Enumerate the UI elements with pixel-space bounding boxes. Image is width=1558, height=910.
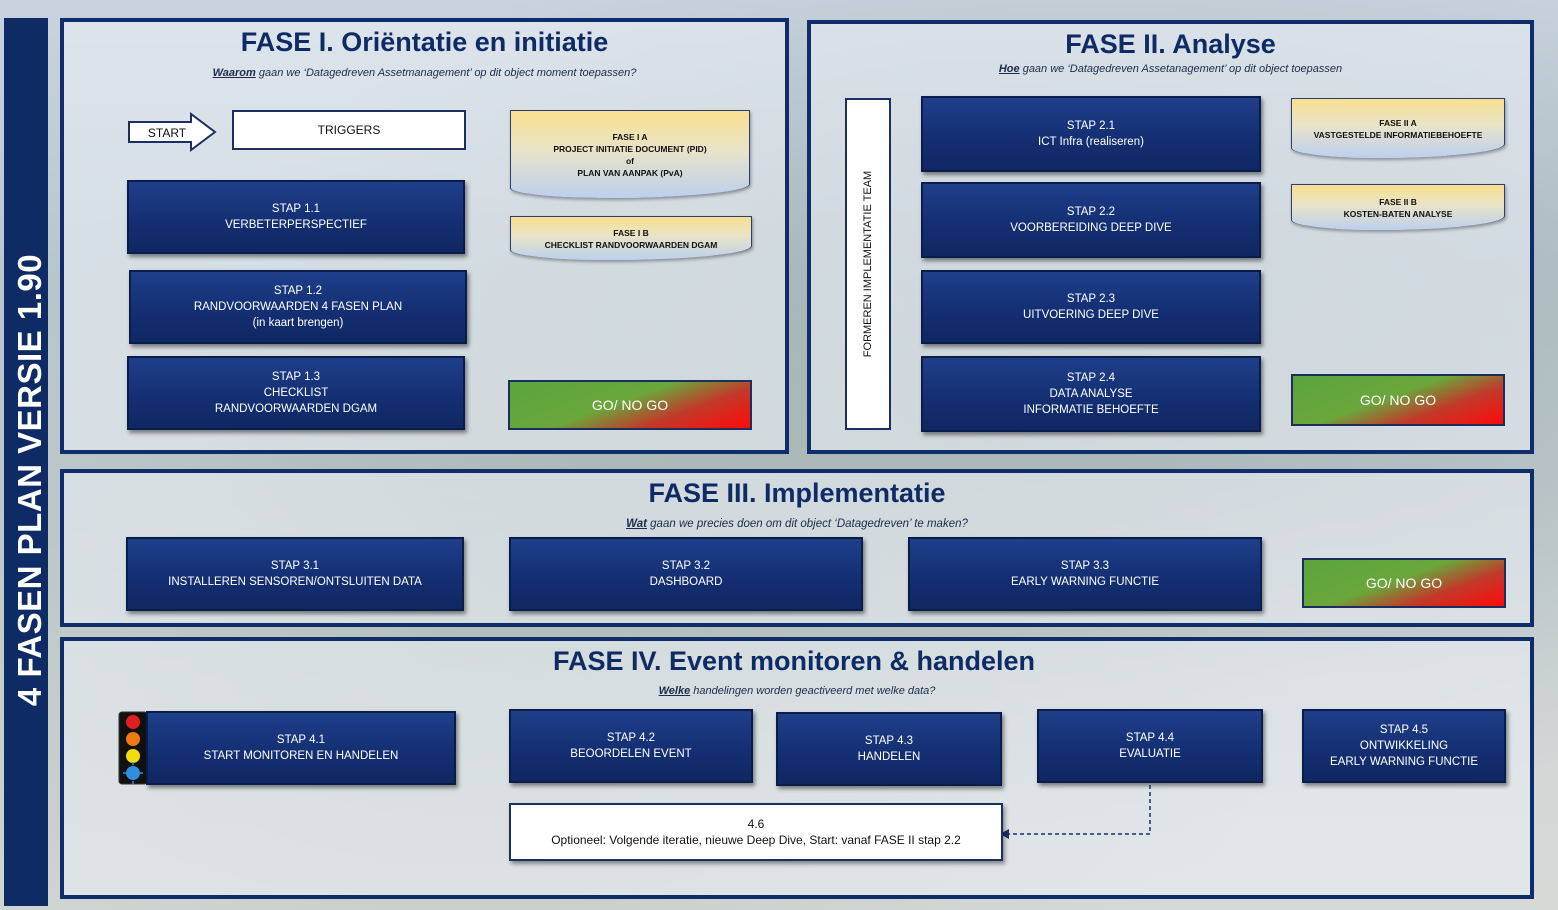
stap-number: STAP 3.1 [270, 560, 320, 572]
stap-4-1[interactable]: STAP 4.1 START MONITOREN EN HANDELEN [146, 711, 456, 785]
fase4-subtitle: Welke handelingen worden geactiveerd met… [658, 685, 936, 697]
stap-number: STAP 1.2 [273, 285, 323, 297]
fase2-subtitle: Hoe gaan we ‘Datagedreven Assetanagement… [998, 63, 1343, 75]
stap-1-1[interactable]: STAP 1.1 VERBETERPERSPECTIEF [127, 180, 465, 254]
traffic-light-icon [118, 711, 148, 785]
doc-label: FASE II A [1379, 117, 1417, 128]
doc-label: CHECKLIST RANDVOORWAARDEN DGAM [544, 239, 718, 250]
stap-number: STAP 4.2 [606, 732, 656, 744]
stap-4-2[interactable]: STAP 4.2 BEOORDELEN EVENT [509, 709, 753, 783]
stap-label: UITVOERING DEEP DIVE [1023, 309, 1159, 321]
stap-4-5[interactable]: STAP 4.5 ONTWIKKELING EARLY WARNING FUNC… [1302, 709, 1506, 783]
stap-label: RANDVOORWAARDEN 4 FASEN PLAN [193, 301, 403, 313]
stap-number: STAP 2.2 [1066, 206, 1116, 218]
doc-label: FASE I B [613, 227, 649, 238]
doc-label: of [625, 155, 635, 166]
go-no-go-label: GO/ NO GO [1365, 575, 1443, 591]
stap-label: ICT Infra (realiseren) [1038, 136, 1144, 148]
iteratie-number: 4.6 [747, 817, 765, 831]
stap-1-2[interactable]: STAP 1.2 RANDVOORWAARDEN 4 FASEN PLAN (i… [129, 270, 467, 344]
arrow-right-icon [128, 112, 217, 152]
stap-2-4[interactable]: STAP 2.4 DATA ANALYSE INFORMATIE BEHOEFT… [921, 356, 1261, 432]
stap-1-3[interactable]: STAP 1.3 CHECKLIST RANDVOORWAARDEN DGAM [127, 356, 465, 430]
dashed-arrow-icon [1000, 785, 1151, 839]
stap-label: INSTALLEREN SENSOREN/ONTSLUITEN DATA [168, 576, 422, 588]
stap-label: VOORBEREIDING DEEP DIVE [1010, 222, 1172, 234]
stap-number: STAP 4.5 [1379, 724, 1429, 736]
doc-fase-1a[interactable]: FASE I A PROJECT INITIATIE DOCUMENT (PID… [510, 110, 750, 198]
doc-label: PROJECT INITIATIE DOCUMENT (PID) [553, 143, 707, 154]
stap-label: EARLY WARNING FUNCTIE [1329, 756, 1479, 768]
stap-number: STAP 1.1 [271, 203, 321, 215]
stap-label: DATA ANALYSE [1049, 388, 1133, 400]
stap-number: STAP 1.3 [271, 371, 321, 383]
fase2-title: FASE II. Analyse [1065, 29, 1276, 59]
go-no-go-fase2[interactable]: GO/ NO GO [1291, 374, 1505, 426]
fase3-subtitle: Wat gaan we precies doen om dit object ‘… [626, 518, 968, 530]
stap-label: VERBETERPERSPECTIEF [225, 219, 367, 231]
triggers-label: TRIGGERS [317, 123, 381, 137]
stap-2-1[interactable]: STAP 2.1 ICT Infra (realiseren) [921, 96, 1261, 172]
fase1-panel: FASE I. Oriëntatie en initiatie Waarom g… [60, 18, 789, 454]
go-no-go-label: GO/ NO GO [1359, 392, 1437, 408]
iteratie-box[interactable]: 4.6 Optioneel: Volgende iteratie, nieuwe… [509, 803, 1003, 861]
triggers-box[interactable]: TRIGGERS [232, 110, 466, 150]
stap-number: STAP 4.3 [864, 735, 914, 747]
stap-number: STAP 4.4 [1125, 732, 1175, 744]
stap-label: (in kaart brengen) [252, 317, 344, 329]
team-label: FORMEREN IMPLEMENTATIE TEAM [862, 170, 874, 358]
fase1-title: FASE I. Oriëntatie en initiatie [240, 27, 609, 57]
stap-3-3[interactable]: STAP 3.3 EARLY WARNING FUNCTIE [908, 537, 1262, 611]
stap-number: STAP 2.3 [1066, 293, 1116, 305]
doc-label: PLAN VAN AANPAK (PvA) [577, 167, 683, 178]
stap-2-2[interactable]: STAP 2.2 VOORBEREIDING DEEP DIVE [921, 182, 1261, 258]
side-title-bar: 4 FASEN PLAN VERSIE 1.90 [4, 18, 48, 906]
fase2-panel: FASE II. Analyse Hoe gaan we ‘Datagedrev… [807, 20, 1534, 454]
fase1-subtitle: Waarom gaan we ‘Datagedreven Assetmanage… [212, 67, 637, 79]
fase3-title: FASE III. Implementatie [648, 478, 946, 508]
stap-4-4[interactable]: STAP 4.4 EVALUATIE [1037, 709, 1263, 783]
stap-label: DASHBOARD [649, 576, 723, 588]
stap-3-2[interactable]: STAP 3.2 DASHBOARD [509, 537, 863, 611]
doc-fase-1b[interactable]: FASE I B CHECKLIST RANDVOORWAARDEN DGAM [510, 216, 752, 260]
fase4-title: FASE IV. Event monitoren & handelen [552, 646, 1036, 676]
stap-label: BEOORDELEN EVENT [570, 748, 692, 760]
go-no-go-label: GO/ NO GO [591, 397, 669, 413]
doc-label: KOSTEN-BATEN ANALYSE [1343, 208, 1453, 219]
doc-fase-2b[interactable]: FASE II B KOSTEN-BATEN ANALYSE [1291, 184, 1505, 230]
stap-label: RANDVOORWAARDEN DGAM [214, 403, 378, 415]
stap-label: ONTWIKKELING [1359, 740, 1449, 752]
stap-label: HANDELEN [857, 751, 921, 763]
stap-3-1[interactable]: STAP 3.1 INSTALLEREN SENSOREN/ONTSLUITEN… [126, 537, 464, 611]
stap-label: START MONITOREN EN HANDELEN [203, 750, 399, 762]
doc-label: VASTGESTELDE INFORMATIEBEHOEFTE [1313, 129, 1483, 140]
doc-fase-2a[interactable]: FASE II A VASTGESTELDE INFORMATIEBEHOEFT… [1291, 98, 1505, 158]
stap-label: CHECKLIST [263, 387, 329, 399]
start-label: START [147, 126, 187, 140]
stap-number: STAP 2.4 [1066, 372, 1116, 384]
team-box[interactable]: FORMEREN IMPLEMENTATIE TEAM [845, 98, 891, 430]
stap-label: EARLY WARNING FUNCTIE [1010, 576, 1160, 588]
doc-label: FASE I A [612, 131, 648, 142]
side-title: 4 FASEN PLAN VERSIE 1.90 [11, 253, 48, 707]
go-no-go-fase1[interactable]: GO/ NO GO [508, 380, 752, 430]
stap-label: INFORMATIE BEHOEFTE [1023, 404, 1159, 416]
fase3-panel: FASE III. Implementatie Wat gaan we prec… [60, 469, 1534, 627]
stap-number: STAP 4.1 [276, 734, 326, 746]
go-no-go-fase3[interactable]: GO/ NO GO [1302, 558, 1506, 608]
stap-4-3[interactable]: STAP 4.3 HANDELEN [776, 712, 1002, 786]
fase4-panel: FASE IV. Event monitoren & handelen Welk… [60, 637, 1534, 899]
stap-label: EVALUATIE [1119, 748, 1181, 760]
doc-label: FASE II B [1379, 196, 1417, 207]
stap-number: STAP 2.1 [1066, 120, 1116, 132]
stap-2-3[interactable]: STAP 2.3 UITVOERING DEEP DIVE [921, 270, 1261, 344]
iteratie-label: Optioneel: Volgende iteratie, nieuwe Dee… [551, 833, 961, 847]
stap-number: STAP 3.3 [1060, 560, 1110, 572]
stap-number: STAP 3.2 [661, 560, 711, 572]
